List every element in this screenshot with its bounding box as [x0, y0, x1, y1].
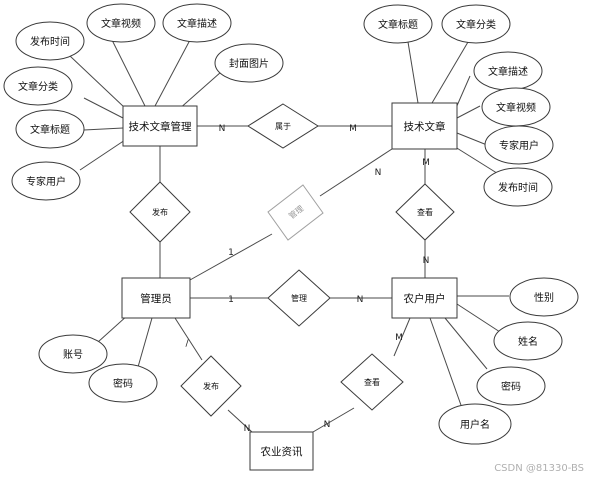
attribute-art-desc: 文章描述	[473, 51, 543, 91]
attribute-farmer-password: 密码	[476, 366, 546, 406]
relationship-label: 发布	[152, 207, 168, 217]
attribute-label: 文章描述	[488, 65, 528, 78]
attribute-label: 密码	[501, 380, 521, 393]
relationship-publish-top: 发布	[129, 181, 191, 243]
relationship-label: 属于	[275, 122, 291, 131]
entity-label: 管理员	[140, 292, 172, 305]
attribute-label: 专家用户	[26, 175, 66, 188]
relationship-manage-faded: 管理	[267, 184, 324, 241]
cardinality-label: /	[185, 339, 189, 349]
relationship-belongs: 属于	[247, 103, 319, 149]
cardinality-label: M	[395, 333, 403, 343]
attribute-label: 专家用户	[499, 139, 539, 152]
attribute-mgmt-publish-time: 发布时间	[15, 21, 85, 61]
attribute-label: 文章标题	[30, 123, 70, 136]
cardinality-label: 1	[228, 295, 234, 305]
attribute-art-publish-time: 发布时间	[483, 167, 553, 207]
attribute-label: 用户名	[460, 418, 490, 431]
attribute-label: 性别	[534, 291, 554, 304]
watermark-text: CSDN @81330-BS	[494, 463, 584, 474]
attribute-mgmt-desc: 文章描述	[162, 3, 232, 43]
attribute-art-video: 文章视频	[481, 87, 551, 127]
attribute-admin-password: 密码	[88, 363, 158, 403]
attribute-label: 封面图片	[229, 57, 269, 70]
attribute-label: 发布时间	[30, 35, 70, 48]
entity-agri-news: 农业资讯	[249, 431, 314, 471]
attribute-mgmt-cover: 封面图片	[214, 43, 284, 83]
entity-farmer-user: 农户用户	[391, 277, 458, 319]
attribute-label: 文章视频	[101, 17, 141, 30]
attribute-label: 密码	[113, 377, 133, 390]
cardinality-label: N	[375, 168, 382, 178]
attribute-label: 文章视频	[496, 101, 536, 114]
entity-admin: 管理员	[121, 277, 191, 319]
connector-lines	[69, 39, 509, 433]
cardinality-label: N	[357, 295, 364, 305]
attribute-mgmt-category: 文章分类	[3, 66, 73, 106]
attribute-label: 发布时间	[498, 181, 538, 194]
entity-tech-article: 技术文章	[391, 102, 458, 150]
cardinality-label: N	[244, 424, 251, 434]
attribute-art-expert: 专家用户	[484, 125, 554, 165]
relationship-view-top: 查看	[395, 183, 455, 241]
attribute-label: 账号	[63, 349, 83, 361]
cardinality-label: N	[423, 256, 430, 266]
entity-label: 技术文章管理	[129, 120, 192, 133]
attribute-label: 文章描述	[177, 17, 217, 30]
attribute-art-category: 文章分类	[441, 4, 511, 44]
cardinality-label: M	[422, 158, 430, 168]
relationship-label: 查看	[417, 207, 433, 217]
entity-label: 农户用户	[404, 292, 446, 305]
attribute-label: 文章分类	[456, 18, 496, 31]
relationship-publish-bottom: 发布	[180, 355, 242, 417]
attribute-mgmt-title: 文章标题	[15, 109, 85, 149]
attribute-mgmt-expert: 专家用户	[11, 161, 81, 201]
attribute-admin-account: 账号	[38, 334, 108, 374]
attribute-mgmt-video: 文章视频	[86, 3, 156, 43]
entity-label: 技术文章	[404, 120, 446, 133]
cardinality-label: 1	[228, 248, 234, 258]
attribute-label: 姓名	[518, 335, 538, 348]
relationship-label: 管理	[291, 293, 307, 303]
cardinality-label: N	[219, 124, 226, 134]
attribute-farmer-gender: 性别	[509, 277, 579, 317]
relationship-manage: 管理	[267, 269, 331, 327]
attribute-label: 文章分类	[18, 80, 58, 93]
entity-tech-article-mgmt: 技术文章管理	[122, 105, 198, 147]
attribute-farmer-name: 姓名	[493, 321, 563, 361]
attribute-label: 文章标题	[378, 18, 418, 31]
cardinality-label: N	[324, 420, 331, 430]
entity-label: 农业资讯	[261, 445, 303, 458]
relationship-view-bottom: 查看	[340, 353, 404, 411]
relationship-label: 发布	[203, 381, 219, 391]
cardinality-labels: N M M N N 1 1 N / N M N	[185, 124, 429, 434]
attribute-farmer-username: 用户名	[438, 403, 512, 445]
cardinality-label: M	[349, 124, 357, 134]
relationship-label: 查看	[364, 377, 380, 387]
attribute-art-title: 文章标题	[363, 4, 433, 44]
